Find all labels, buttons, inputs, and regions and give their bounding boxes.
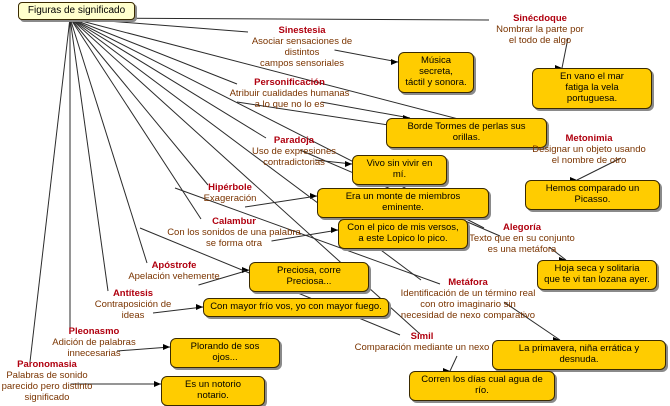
root-connector-apostrofe bbox=[69, 17, 148, 264]
concept-title: Metáfora bbox=[448, 277, 488, 288]
concept-title: Personificación bbox=[254, 77, 325, 88]
arrow-line-metafora bbox=[503, 301, 561, 341]
example-box-sinestesia[interactable]: Música secreta, táctil y sonora. bbox=[398, 52, 474, 93]
concept-description: Adición de palabras innecesarias bbox=[52, 336, 136, 359]
example-box-simil[interactable]: Corren los días cual agua de río. bbox=[409, 371, 555, 401]
concept-description: Palabras de sonido parecido pero distint… bbox=[1, 369, 93, 403]
arrow-line-metonimia bbox=[576, 157, 622, 181]
example-box-hiperbole[interactable]: Era un monte de miembros eminente. bbox=[317, 188, 489, 218]
root-connector-paradoja bbox=[69, 17, 267, 139]
arrow-line-sinecdoque bbox=[561, 37, 569, 69]
example-box-antitesis[interactable]: Con mayor frío vos, yo con mayor fuego. bbox=[203, 298, 389, 317]
concept-title: Antítesis bbox=[112, 288, 154, 299]
arrow-line-personificacion bbox=[321, 101, 411, 119]
concept-title: Metonimia bbox=[565, 133, 613, 144]
concept-title: Alegoría bbox=[502, 222, 541, 233]
example-box-calambur[interactable]: Con el pico de mis versos, a este Lopico… bbox=[338, 219, 468, 249]
arrowhead-hiperbole bbox=[310, 193, 317, 199]
concept-title: Paradoja bbox=[273, 135, 315, 146]
root-connector-sinestesia bbox=[69, 17, 249, 33]
example-box-pleonasmo[interactable]: Plorando de sos ojos... bbox=[170, 338, 280, 368]
link-metafora bbox=[174, 187, 441, 285]
concept-description: Designar un objeto usando el nombre de o… bbox=[532, 143, 646, 166]
concept-description: Atribuir cualidades humanas a lo que no … bbox=[229, 87, 350, 110]
concept-title: Símil bbox=[410, 331, 434, 342]
concept-description: Asociar sensaciones de distintos campos … bbox=[251, 35, 353, 69]
example-box-metonimia[interactable]: Hemos comparado un Picasso. bbox=[525, 180, 660, 210]
example-box-alegoria[interactable]: Hoja seca y solitaria que te vi tan loza… bbox=[537, 260, 657, 290]
root-connector-antitesis bbox=[69, 17, 109, 292]
root-connector-personificacion bbox=[69, 17, 238, 85]
example-box-personificacion[interactable]: Borde Tormes de perlas sus orillas. bbox=[386, 118, 547, 148]
arrowhead-paronomasia bbox=[154, 381, 161, 387]
root-connector-sinecdoque bbox=[69, 17, 490, 21]
concept-title: Sinestesia bbox=[278, 25, 326, 36]
concept-description: Identificación de un término real con ot… bbox=[400, 287, 536, 321]
concept-description: Uso de expresiones contradictorias bbox=[252, 145, 336, 168]
concept-title: Hipérbole bbox=[208, 182, 252, 193]
concept-description: Apelación vehemente bbox=[128, 270, 220, 282]
arrowhead-antitesis bbox=[196, 304, 203, 310]
arrow-line-pleonasmo bbox=[116, 346, 171, 352]
concept-description: Nombrar la parte por el todo de algo bbox=[496, 23, 584, 46]
arrow-line-antitesis bbox=[152, 306, 204, 314]
concept-title: Paronomasia bbox=[17, 359, 77, 370]
example-box-paradoja[interactable]: Vivo sin vivir en mí. bbox=[352, 155, 447, 185]
arrowhead-pleonasmo bbox=[163, 344, 170, 350]
arrow-line-sinestesia bbox=[334, 49, 399, 63]
concept-description: Comparación mediante un nexo bbox=[354, 341, 490, 353]
concept-title: Sinécdoque bbox=[513, 13, 567, 24]
concept-description: Contraposición de ideas bbox=[94, 298, 172, 321]
example-box-metafora[interactable]: La primavera, niña errática y desnuda. bbox=[492, 340, 666, 370]
concept-description: Con los sonidos de una palabra se forma … bbox=[167, 226, 301, 249]
root-connector-paronomasia bbox=[29, 17, 71, 363]
arrowhead-paradoja bbox=[345, 161, 352, 167]
concept-description: Texto que en su conjunto es una metáfora bbox=[469, 232, 575, 255]
root-connector-calambur bbox=[69, 17, 202, 220]
arrowhead-sinestesia bbox=[391, 59, 398, 65]
arrow-line-hiperbole bbox=[244, 195, 318, 208]
example-box-apostrofe[interactable]: Preciosa, corre Preciosa... bbox=[249, 262, 369, 292]
root-connector-hiperbole bbox=[69, 17, 209, 186]
example-box-sinecdoque[interactable]: En vano el mar fatiga la vela portuguesa… bbox=[532, 68, 652, 109]
root-node[interactable]: Figuras de significado bbox=[18, 2, 135, 20]
concept-title: Apóstrofe bbox=[151, 260, 197, 271]
arrowhead-apostrofe bbox=[242, 267, 249, 273]
example-box-paronomasia[interactable]: Es un notorio notario. bbox=[161, 376, 265, 406]
concept-title: Calambur bbox=[212, 216, 256, 227]
concept-title: Pleonasmo bbox=[68, 326, 120, 337]
arrowhead-calambur bbox=[331, 227, 338, 233]
concept-description: Exageración bbox=[203, 192, 257, 204]
arrow-line-alegoria bbox=[548, 246, 567, 261]
arrow-line-simil bbox=[449, 355, 458, 372]
arrow-line-apostrofe bbox=[198, 269, 250, 286]
